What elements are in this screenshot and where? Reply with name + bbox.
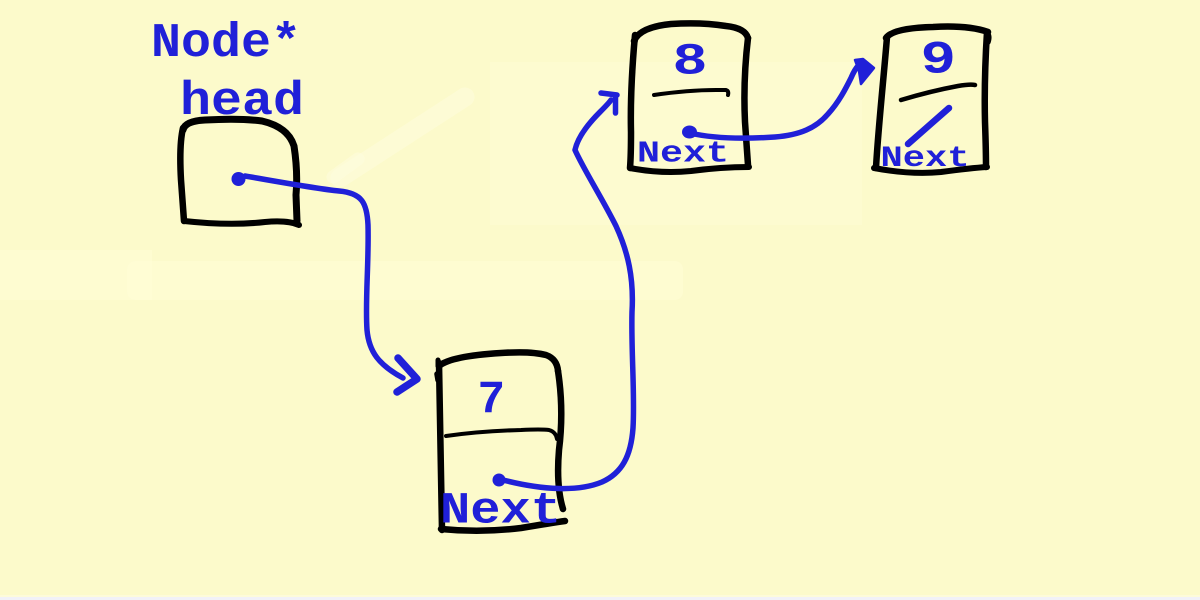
svg-text:head: head: [180, 76, 304, 129]
svg-text:Next: Next: [881, 141, 970, 175]
svg-text:Node*: Node*: [151, 17, 301, 71]
svg-text:Next: Next: [440, 487, 561, 537]
svg-text:9: 9: [921, 35, 957, 87]
svg-text:Next: Next: [637, 137, 729, 172]
svg-text:8: 8: [673, 38, 708, 88]
svg-text:7: 7: [478, 375, 506, 427]
